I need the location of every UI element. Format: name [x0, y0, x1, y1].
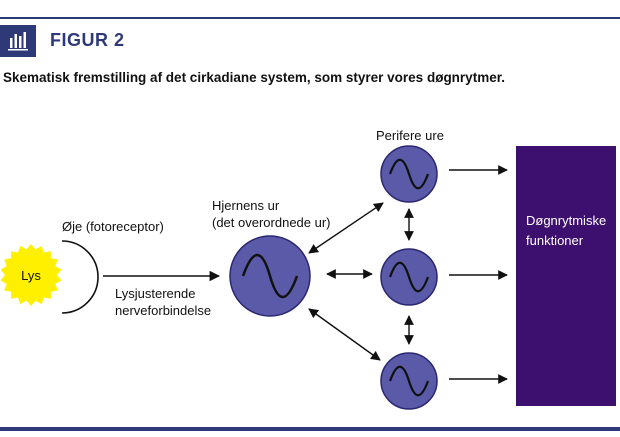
output-label-line2: funktioner	[526, 233, 584, 248]
peripheral-clock-top	[380, 145, 438, 203]
output-box	[516, 146, 616, 406]
master-clock	[229, 235, 311, 317]
bar-chart-icon	[8, 32, 28, 51]
bottom-rule	[0, 427, 620, 431]
peripheral-label: Perifere ure	[376, 128, 444, 143]
light-label: Lys	[21, 268, 41, 283]
arrow-master-top	[308, 202, 384, 254]
output-label-line1: Døgnrytmiske	[526, 213, 606, 228]
brain-clock-label-line2: (det overordnede ur)	[212, 215, 331, 230]
eye-icon	[61, 240, 99, 314]
figure-title: FIGUR 2	[50, 30, 125, 50]
figure-badge	[0, 25, 36, 57]
peripheral-clock-middle	[380, 248, 438, 306]
brain-clock-label-line1: Hjernens ur	[212, 198, 280, 213]
nerve-label-line1: Lysjusterende	[115, 286, 195, 301]
figure-caption: Skematisk fremstilling af det cirkadiane…	[3, 70, 505, 85]
eye-label: Øje (fotoreceptor)	[62, 219, 164, 234]
top-rule	[0, 17, 620, 19]
sun-icon: Lys	[0, 244, 62, 306]
arrow-master-bottom	[308, 308, 381, 361]
peripheral-clock-bottom	[380, 352, 438, 410]
nerve-label-line2: nerveforbindelse	[115, 303, 211, 318]
